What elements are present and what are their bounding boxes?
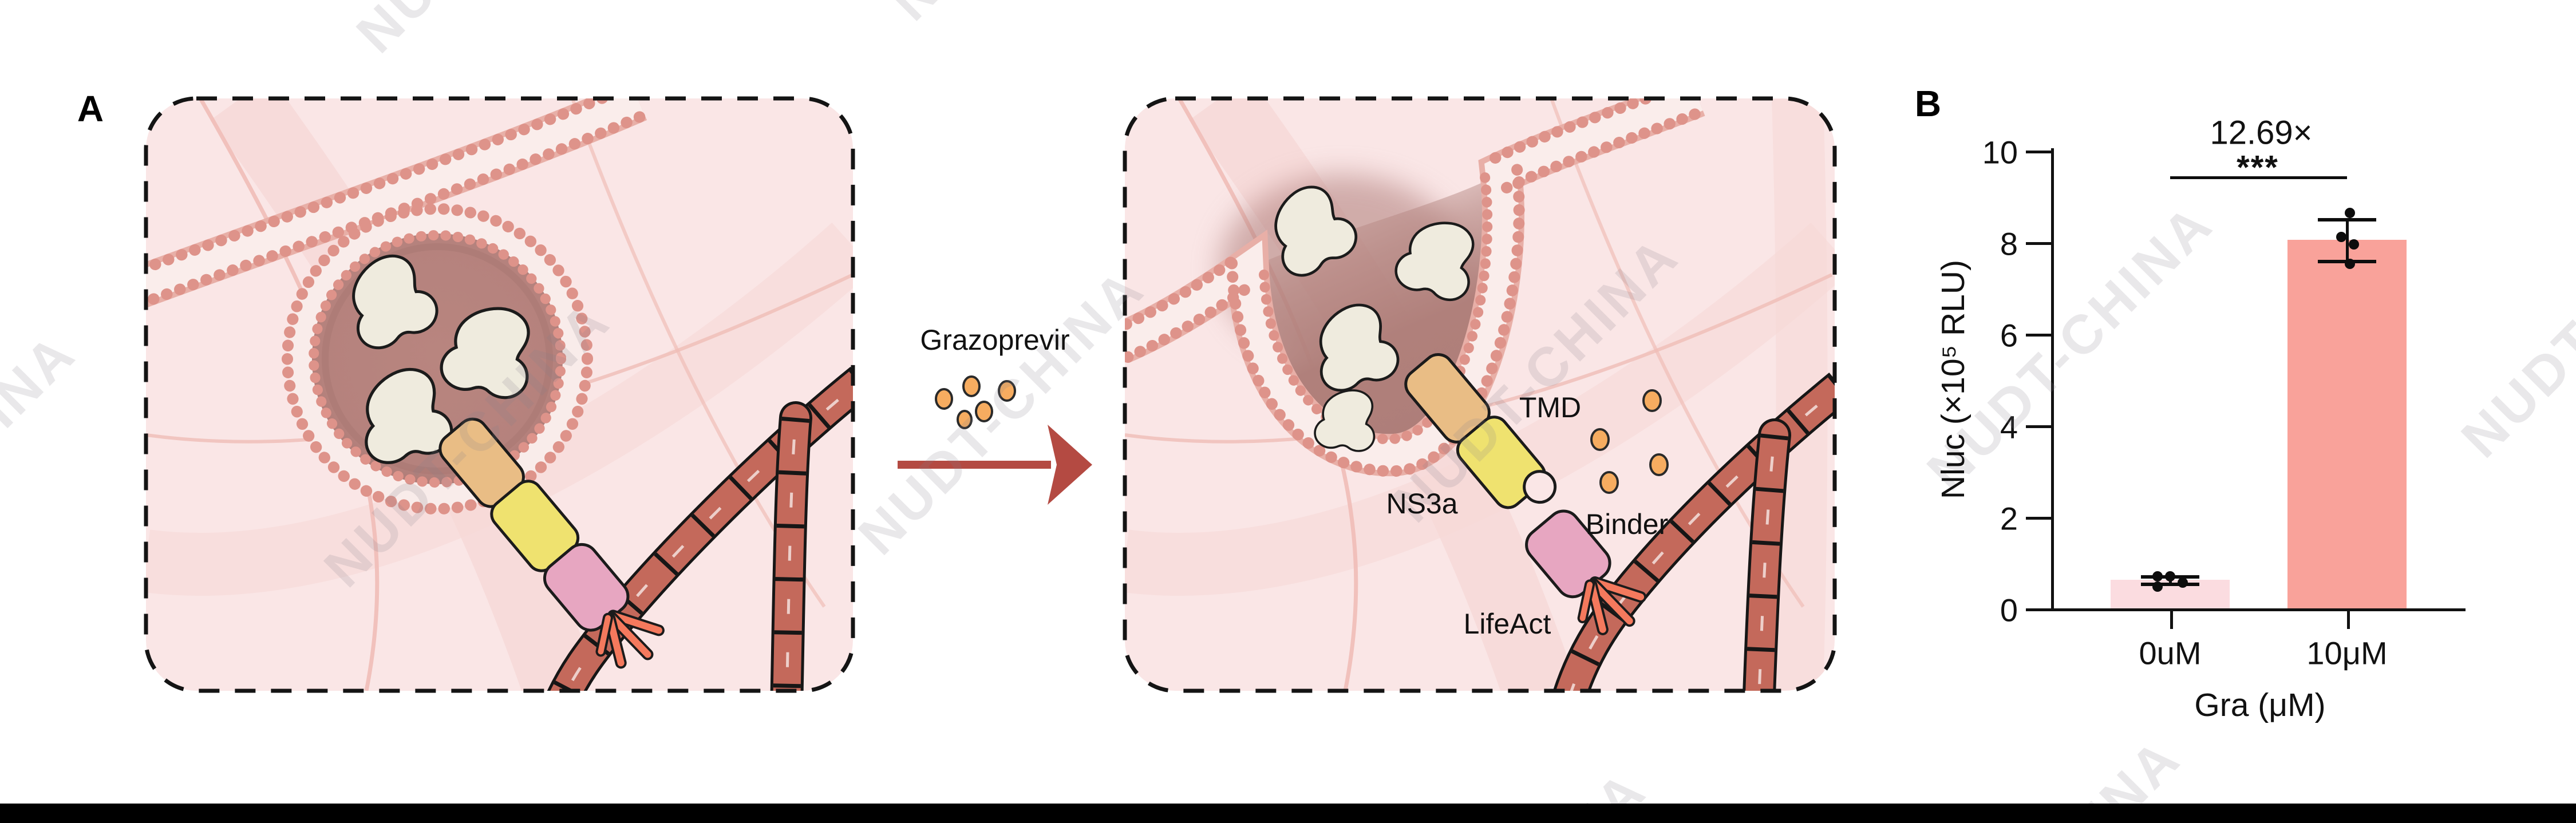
lifeact-peptides bbox=[1577, 576, 1647, 635]
fusion-protein-chain bbox=[438, 417, 665, 669]
vesicle-closed bbox=[282, 203, 593, 515]
error-bar-vertical bbox=[2346, 217, 2349, 262]
y-tick-label: 0 bbox=[2000, 592, 2018, 628]
cleaved-tmd-ns3a bbox=[1404, 353, 1557, 509]
grazoprevir-molecule-dots bbox=[1590, 389, 1669, 494]
data-point bbox=[2152, 571, 2163, 581]
dashed-cell-border bbox=[1123, 96, 1837, 693]
data-point bbox=[2345, 258, 2355, 269]
y-tick bbox=[2026, 517, 2051, 520]
y-tick bbox=[2026, 242, 2051, 245]
y-tick bbox=[2026, 425, 2051, 428]
data-point bbox=[2165, 571, 2175, 581]
lifeact-label: LifeAct bbox=[1463, 608, 1551, 640]
y-tick-label: 10 bbox=[1982, 134, 2018, 171]
treatment-arrow-icon bbox=[898, 425, 1092, 505]
significance-line bbox=[2170, 176, 2347, 179]
data-point bbox=[2349, 239, 2359, 250]
actin-filament-branch bbox=[770, 401, 812, 691]
y-axis-line bbox=[2051, 148, 2054, 611]
fold-change-annotation: 12.69× bbox=[2210, 114, 2313, 152]
bar-10μM bbox=[2287, 240, 2407, 608]
x-axis-title: Gra (μM) bbox=[2194, 687, 2326, 723]
x-tick bbox=[2170, 608, 2173, 629]
y-tick-label: 2 bbox=[2000, 500, 2018, 537]
significance-stars: *** bbox=[2237, 149, 2279, 187]
binder-label: Binder bbox=[1585, 508, 1669, 540]
y-tick bbox=[2026, 608, 2051, 611]
y-tick bbox=[2026, 334, 2051, 337]
treatment-transition bbox=[898, 375, 1092, 505]
data-point bbox=[2178, 577, 2188, 588]
bottom-black-bar bbox=[0, 804, 2576, 823]
data-point bbox=[2345, 207, 2355, 218]
actin-filaments bbox=[1548, 373, 1835, 691]
data-point bbox=[2152, 581, 2163, 592]
actin-filament-branch bbox=[1742, 418, 1791, 691]
inner-lipid-beads bbox=[309, 230, 566, 488]
plasma-membrane bbox=[146, 98, 650, 310]
y-axis-title: Nluc (×10⁵ RLU) bbox=[1935, 259, 1971, 500]
error-bar-cap-bottom bbox=[2141, 582, 2199, 586]
error-bar-cap-top bbox=[2318, 217, 2376, 221]
data-point bbox=[2336, 232, 2346, 243]
before-state-panel bbox=[144, 96, 855, 693]
actin-filaments bbox=[542, 366, 853, 691]
after-state-panel bbox=[1123, 96, 1837, 693]
y-tick bbox=[2026, 151, 2051, 153]
grazoprevir-label: Grazoprevir bbox=[920, 324, 1070, 356]
x-axis-line bbox=[2051, 608, 2466, 611]
fused-membrane bbox=[1125, 98, 1709, 477]
category-label: 10μM bbox=[2306, 635, 2388, 671]
panel-a-letter: A bbox=[77, 88, 104, 129]
y-tick-label: 6 bbox=[2000, 317, 2018, 354]
y-tick-label: 8 bbox=[2000, 225, 2018, 262]
x-tick bbox=[2347, 608, 2350, 629]
category-label: 0uM bbox=[2139, 635, 2202, 671]
ns3a-label: NS3a bbox=[1386, 488, 1458, 520]
tmd-label: TMD bbox=[1519, 391, 1582, 424]
y-tick-label: 4 bbox=[2000, 409, 2018, 445]
outer-lipid-beads bbox=[282, 203, 593, 515]
lifeact-peptides bbox=[595, 610, 665, 669]
grazoprevir-molecule-dots bbox=[935, 375, 1016, 429]
ns3a-cleavage-notch bbox=[1523, 470, 1557, 504]
panel-b-letter: B bbox=[1914, 83, 1942, 124]
released-binder-lifeact bbox=[1525, 509, 1647, 635]
dashed-cell-border bbox=[144, 96, 855, 693]
